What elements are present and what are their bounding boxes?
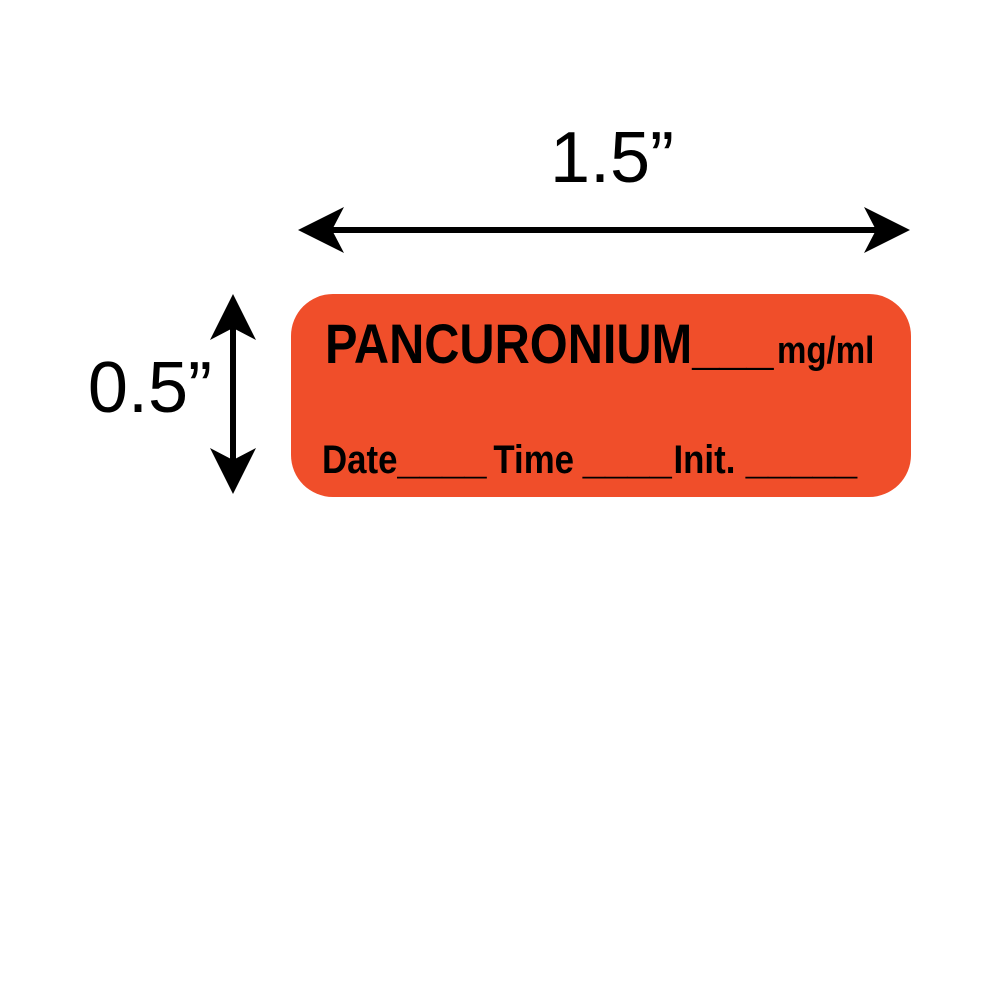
unit-text: mg/ml	[776, 330, 875, 372]
date-time-init-line: Date____Time____Init._____	[322, 434, 857, 482]
height-dimension-value: 0.5”	[87, 348, 212, 428]
init-label: Init.	[673, 438, 736, 482]
date-blank-line: ____	[397, 431, 487, 483]
time-label: Time	[493, 438, 575, 482]
arrowhead-right-icon	[864, 207, 910, 253]
time-blank-line: ____	[582, 431, 672, 483]
width-dimension-arrow	[298, 207, 910, 253]
arrowhead-left-icon	[298, 207, 344, 253]
drug-name-text: PANCURONIUM	[325, 312, 693, 375]
arrowhead-down-icon	[210, 448, 256, 494]
height-dimension-arrow	[210, 294, 256, 494]
arrowhead-up-icon	[210, 294, 256, 340]
date-label: Date	[322, 438, 398, 482]
medication-label: PANCURONIUM___mg/ml Date____Time____Init…	[291, 294, 911, 497]
width-dimension-value: 1.5”	[549, 118, 675, 198]
drug-line: PANCURONIUM___mg/ml	[325, 316, 874, 379]
dose-blank-line: ___	[692, 312, 774, 375]
init-blank-line: _____	[745, 431, 858, 483]
